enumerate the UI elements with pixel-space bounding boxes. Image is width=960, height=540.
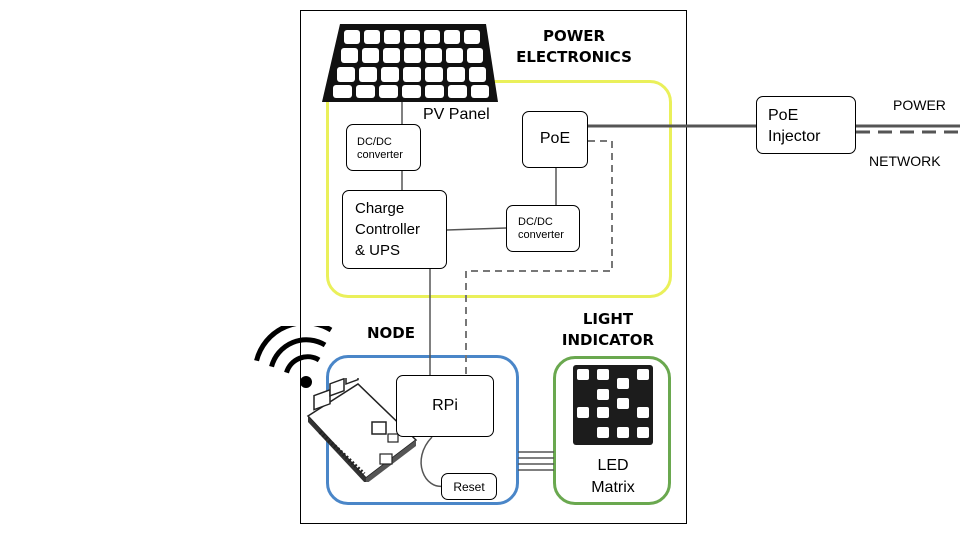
charge-controller: Charge Controller & UPS [342, 190, 447, 269]
dcdc-converter-top: DC/DC converter [346, 124, 421, 171]
reset-label: Reset [453, 480, 485, 494]
reset-button: Reset [441, 473, 497, 500]
raspberry-pi-board-icon [302, 366, 422, 484]
dcdc-top-label: DC/DC converter [357, 136, 403, 161]
enclosure-box [300, 10, 687, 524]
poe-injector: PoE Injector [756, 96, 856, 154]
charge-controller-label: Charge Controller & UPS [355, 200, 421, 259]
poe-injector-label: PoE Injector [768, 107, 821, 145]
light-indicator-title: LIGHT INDICATOR [561, 310, 655, 349]
legend-power-label: POWER [893, 97, 946, 113]
rpi-label: RPi [432, 397, 458, 414]
led-matrix-label: LED Matrix [591, 457, 635, 496]
legend-network-label: NETWORK [869, 153, 941, 169]
power-electronics-group [326, 80, 672, 298]
poe-module: PoE [522, 111, 588, 168]
line-rpi-reset [420, 436, 445, 487]
dcdc-bottom-label: DC/DC converter [518, 216, 564, 241]
led-matrix-icon [573, 365, 653, 445]
light-indicator-group [553, 356, 671, 505]
solar-panel-icon [320, 22, 500, 104]
rpi-module: RPi [396, 375, 494, 437]
node-title: NODE [366, 324, 415, 342]
line-network-poe-rpi [465, 140, 613, 375]
dcdc-converter-bottom: DC/DC converter [506, 205, 580, 252]
pv-panel-label: PV Panel [423, 106, 490, 123]
poe-label: PoE [539, 130, 571, 147]
wifi-icon [248, 320, 340, 396]
power-electronics-title: POWER ELECTRONICS [516, 27, 632, 66]
line-charge-dcdc2 [446, 227, 507, 231]
